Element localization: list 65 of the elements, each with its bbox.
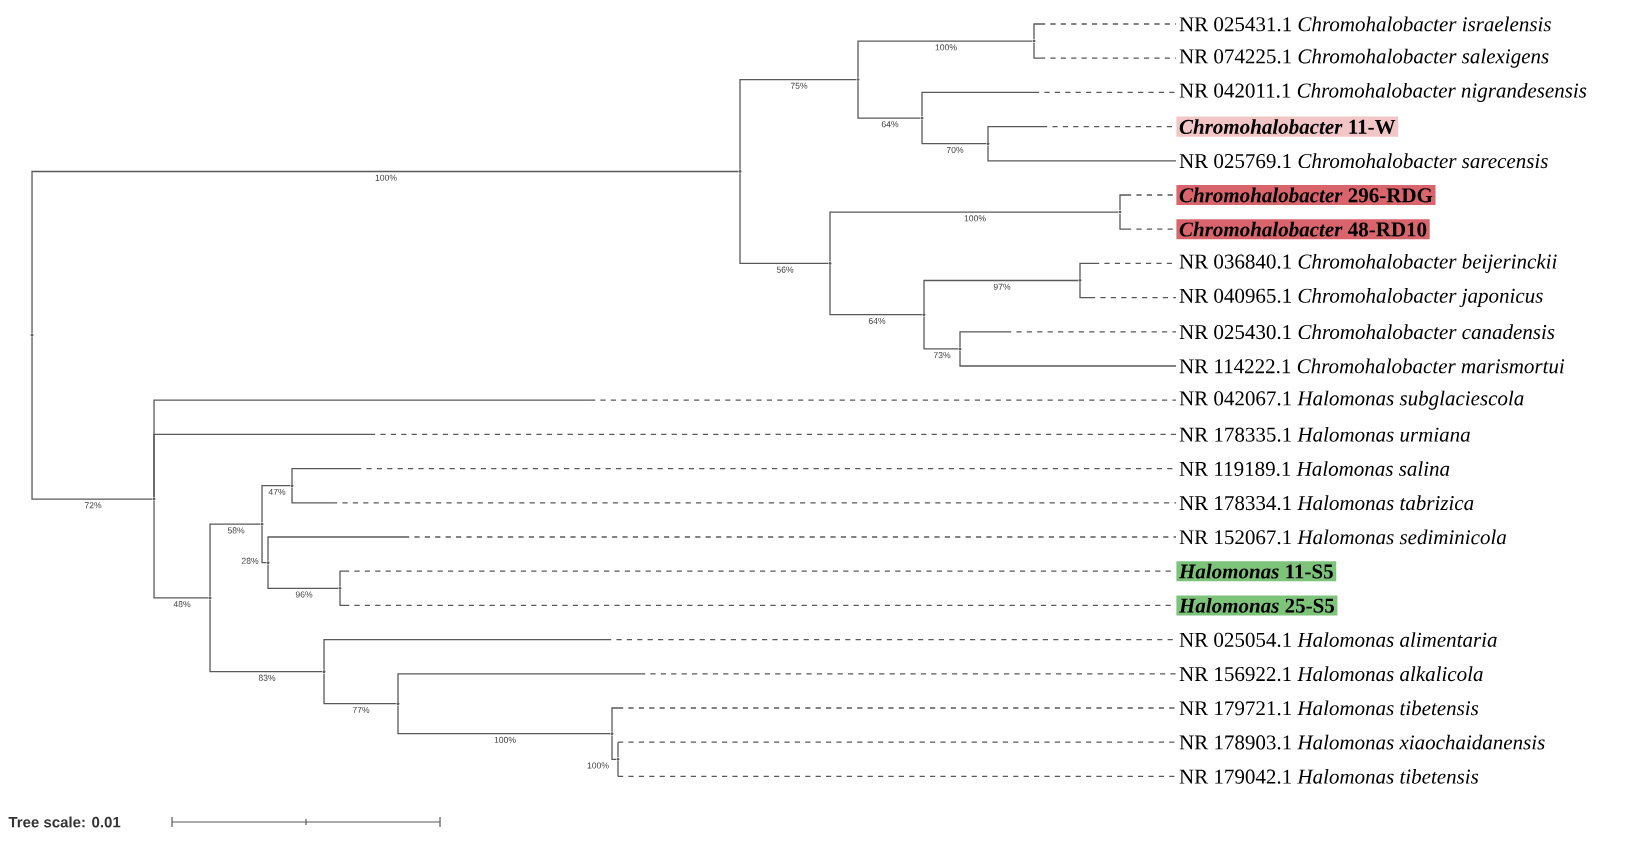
tree-branch bbox=[291, 486, 1177, 504]
tree-branch bbox=[1079, 281, 1177, 299]
tree-branch bbox=[987, 144, 1177, 162]
highlighted-taxon-label: Chromohalobacter 296-RDG bbox=[1176, 185, 1436, 205]
tree-branch bbox=[397, 704, 611, 735]
tree-branch bbox=[1119, 194, 1177, 211]
tree-branch bbox=[739, 172, 829, 265]
highlighted-taxon-label: Chromohalobacter 11-W bbox=[1176, 116, 1399, 137]
tree-branch bbox=[1033, 42, 1177, 59]
tree-branch bbox=[153, 500, 209, 599]
tree-branch bbox=[261, 525, 267, 564]
tree-branch bbox=[739, 78, 857, 171]
tree-branch bbox=[829, 211, 1119, 263]
tree-branch bbox=[829, 264, 923, 316]
tree-branch bbox=[857, 40, 1033, 79]
tree-branch bbox=[611, 707, 1177, 733]
taxon-label: NR 025769.1 Chromohalobacter sarecensis bbox=[1179, 153, 1548, 169]
tree-branch bbox=[261, 485, 291, 523]
highlighted-taxon-label: Halomonas 11-S5 bbox=[1176, 561, 1337, 582]
tree-branch bbox=[1033, 23, 1177, 40]
tree-branch bbox=[31, 170, 739, 335]
taxon-label: NR 025431.1 Chromohalobacter israelensis bbox=[1179, 16, 1551, 32]
tree-branch bbox=[31, 336, 153, 500]
highlighted-taxon-label: Halomonas 25-S5 bbox=[1176, 595, 1338, 616]
tree-branch bbox=[339, 570, 1177, 588]
taxon-label: NR 156922.1 Halomonas alkalicola bbox=[1179, 666, 1483, 682]
taxon-label: NR 025054.1 Halomonas alimentaria bbox=[1179, 632, 1497, 647]
tree-branch bbox=[339, 589, 1177, 607]
tree-branch bbox=[921, 119, 987, 145]
taxon-label: NR 025430.1 Chromohalobacter canadensis bbox=[1179, 324, 1555, 340]
tree-branch bbox=[1119, 213, 1177, 230]
taxon-label: NR 074225.1 Chromohalobacter salexigens bbox=[1179, 48, 1549, 68]
taxon-label: NR 178335.1 Halomonas urmiana bbox=[1179, 426, 1470, 442]
highlighted-taxon-label: Chromohalobacter 48-RD10 bbox=[1176, 219, 1430, 240]
taxon-label: NR 178334.1 Halomonas tabrizica bbox=[1179, 495, 1474, 511]
taxon-label: NR 179042.1 Halomonas tibetensis bbox=[1179, 768, 1479, 784]
taxon-label: NR 040965.1 Chromohalobacter japonicus bbox=[1179, 288, 1543, 308]
taxon-label: NR 114222.1 Chromohalobacter marismortui bbox=[1179, 358, 1565, 374]
tree-branch bbox=[1079, 262, 1177, 280]
tree-branch bbox=[959, 350, 1177, 367]
tree-branch bbox=[209, 599, 323, 673]
tree-branch bbox=[959, 331, 1177, 348]
tree-branch bbox=[323, 672, 397, 705]
taxon-label: NR 178903.1 Halomonas xiaochaidanensis bbox=[1179, 734, 1545, 750]
taxon-label: NR 036840.1 Chromohalobacter beijerinckii bbox=[1179, 253, 1557, 273]
tree-branch bbox=[611, 734, 617, 760]
tree-branch bbox=[267, 563, 339, 589]
tree-branch bbox=[153, 433, 1177, 498]
taxon-label: NR 042067.1 Halomonas subglaciescola bbox=[1179, 390, 1524, 410]
tree-branch bbox=[923, 315, 959, 350]
taxon-label: NR 152067.1 Halomonas sediminicola bbox=[1179, 529, 1506, 545]
tree-branch bbox=[267, 536, 1177, 562]
tree-branch bbox=[291, 467, 1177, 485]
tree-branch bbox=[617, 741, 1177, 759]
taxon-label: NR 042011.1 Chromohalobacter nigrandesensis bbox=[1179, 82, 1587, 102]
tree-branch bbox=[397, 673, 1177, 703]
tree-branch bbox=[209, 523, 261, 597]
tree-branch bbox=[987, 125, 1177, 143]
tree-branch bbox=[857, 80, 921, 119]
tree-branch bbox=[921, 91, 1177, 117]
tree-branch bbox=[323, 638, 1177, 671]
taxon-label: NR 179721.1 Halomonas tibetensis bbox=[1179, 700, 1479, 716]
tree-branch bbox=[923, 279, 1079, 314]
taxon-label: NR 119189.1 Halomonas salina bbox=[1179, 461, 1450, 476]
tree-branch bbox=[617, 760, 1177, 778]
